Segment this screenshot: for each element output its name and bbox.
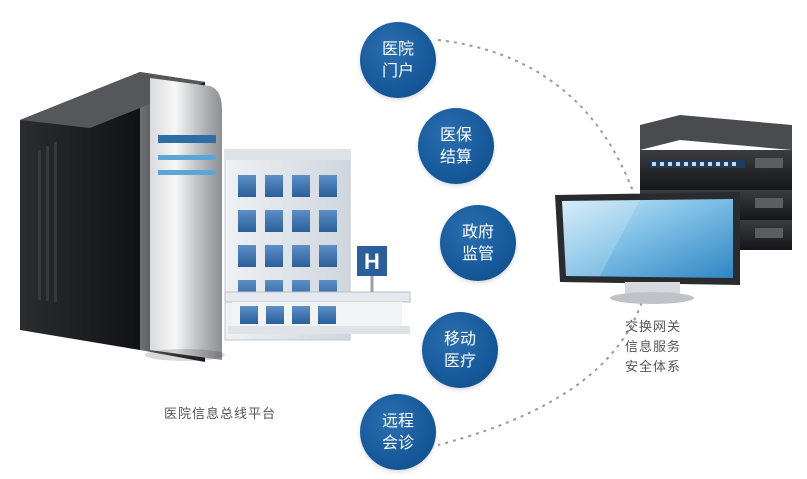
hospital-bus-platform-caption: 医院信息总线平台	[163, 407, 276, 422]
node-insurance-settlement[interactable]: 医保 结算	[418, 108, 494, 184]
gateway-caption-line1: 交换网关	[624, 320, 681, 335]
hospital-sign-icon: H	[364, 249, 380, 274]
monitor-icon	[555, 192, 740, 304]
node-line1: 政府	[461, 222, 494, 241]
node-line1: 医保	[439, 125, 472, 144]
hospital-building-icon: H	[224, 149, 411, 341]
node-line2: 结算	[439, 147, 472, 166]
node-line2: 会诊	[381, 433, 414, 452]
node-line1: 移动	[443, 329, 476, 348]
node-line1: 远程	[381, 411, 414, 430]
node-line1: 医院	[381, 39, 414, 58]
node-hospital-portal[interactable]: 医院 门户	[360, 22, 436, 98]
node-line2: 监管	[461, 244, 494, 263]
gateway-caption-line3: 安全体系	[624, 360, 681, 375]
server-tower-icon	[20, 72, 225, 362]
node-mobile-healthcare[interactable]: 移动 医疗	[422, 312, 498, 388]
node-government-supervision[interactable]: 政府 监管	[440, 205, 516, 281]
gateway-caption-line2: 信息服务	[624, 340, 681, 355]
gateway-caption: 交换网关 信息服务 安全体系	[588, 318, 718, 378]
node-line2: 医疗	[443, 351, 476, 370]
node-line2: 门户	[381, 61, 414, 80]
node-remote-consultation[interactable]: 远程 会诊	[360, 394, 436, 470]
